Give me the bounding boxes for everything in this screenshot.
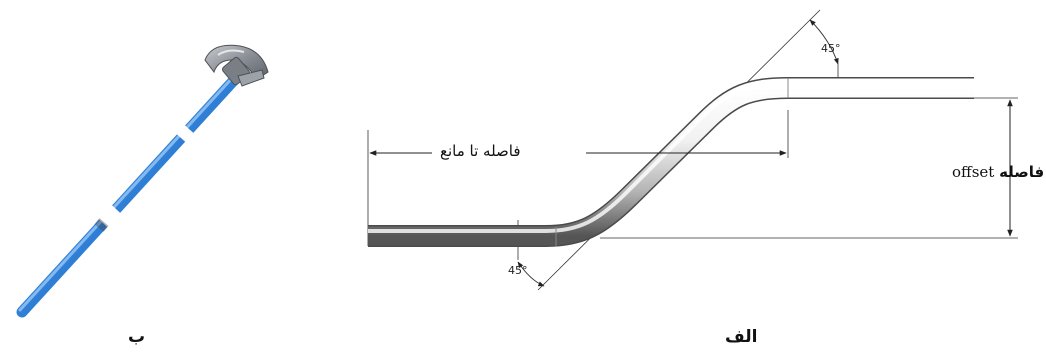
bender-head (204, 44, 269, 87)
panel-a-caption: الف (725, 327, 758, 347)
extension-lines (367, 9, 1018, 291)
conduit-bender-illustration (16, 44, 269, 318)
angle-label-top: 45° (821, 42, 841, 55)
obstacle-distance-label: فاصله تا مانع (440, 142, 521, 160)
panel-b: ب (0, 0, 300, 355)
pipe (368, 77, 974, 247)
offset-label: offset فاصله (952, 163, 1044, 181)
offset-bend-diagram: 45° 45° (367, 9, 1018, 291)
offset-label-word: فاصله (999, 163, 1045, 181)
offset-label-latin: offset (952, 163, 995, 181)
panel-a: 45° 45° فاصله تا مانع offset فاصله الف (300, 0, 1046, 355)
angle-label-bottom: 45° (508, 264, 528, 277)
angle-arcs (517, 19, 839, 287)
bender-handle (16, 72, 242, 318)
panel-b-caption: ب (128, 327, 146, 347)
